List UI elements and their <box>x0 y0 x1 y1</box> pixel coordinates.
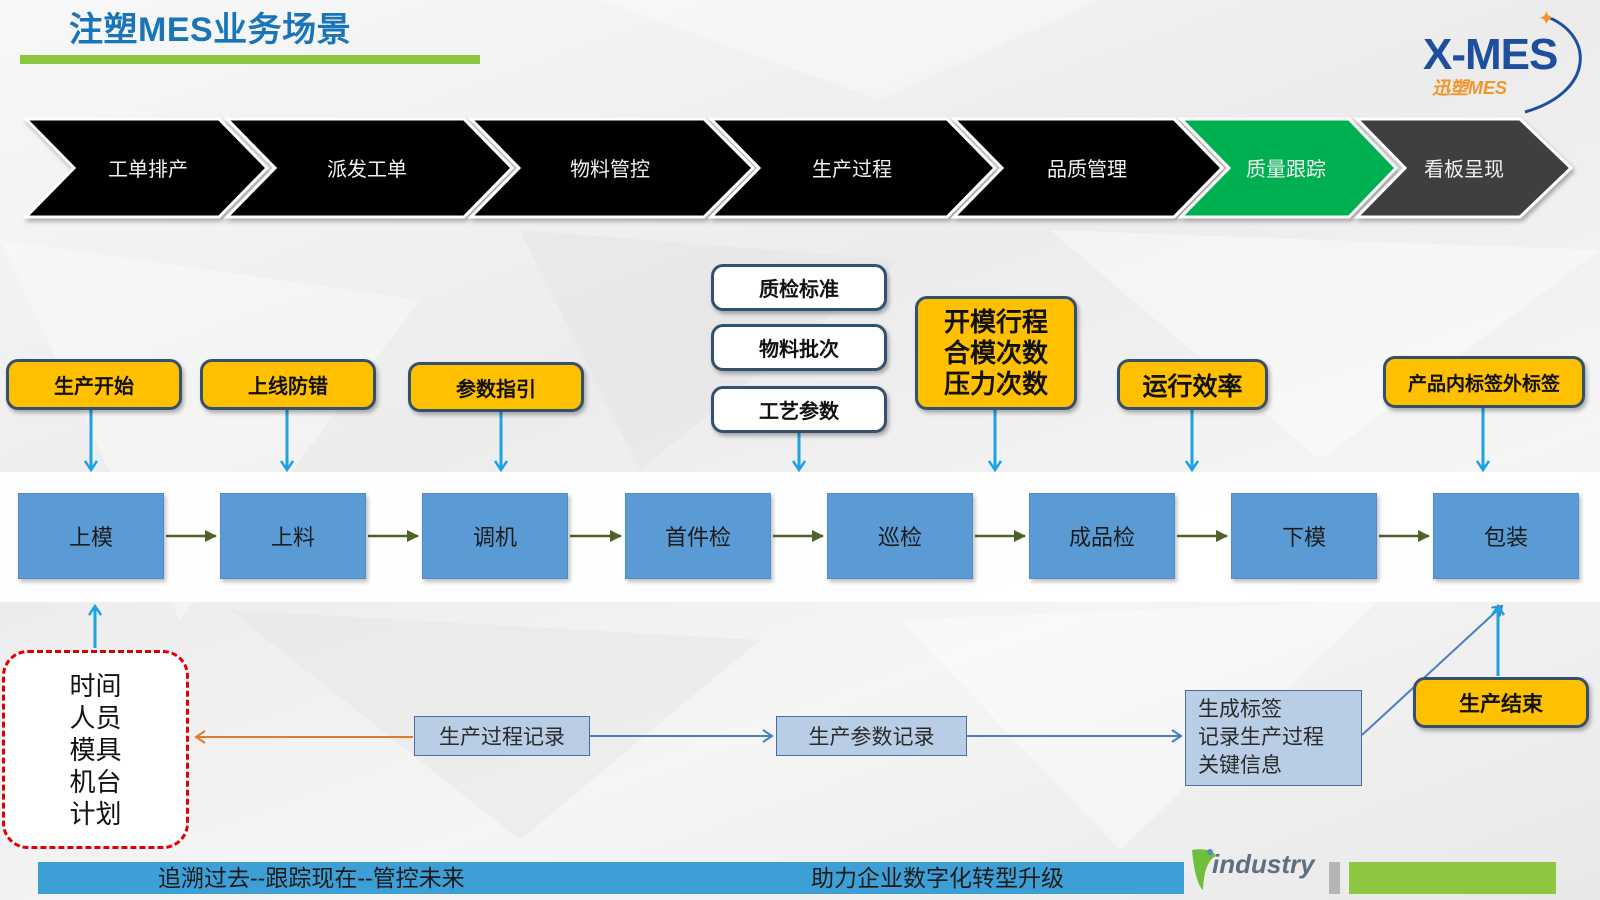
callout-production-start: 生产开始 <box>6 359 182 410</box>
callout-qc-standard: 质检标准 <box>711 264 887 311</box>
record-line: 关键信息 <box>1198 754 1282 777</box>
process-chevron-bar: 工单排产 派发工单 物料管控 生产过程 品质管理 质量跟踪 看板呈现 <box>22 117 1574 219</box>
record-production-parameters: 生产参数记录 <box>776 716 967 756</box>
callout-production-end: 生产结束 <box>1413 677 1589 728</box>
record-line: 生成标签 <box>1198 698 1282 721</box>
station-first-article: 首件检 <box>625 493 771 579</box>
process-step: 看板呈现 <box>1353 117 1574 219</box>
callout-parameter-guide: 参数指引 <box>408 362 584 412</box>
process-step-chevron <box>950 117 1225 219</box>
process-step: 生产过程 <box>707 117 998 219</box>
title-underline <box>20 55 480 64</box>
record-production-process: 生产过程记录 <box>414 716 590 756</box>
record-line: 记录生产过程 <box>1198 726 1324 749</box>
process-step: 质量跟踪 <box>1177 117 1399 219</box>
station-feeding: 上料 <box>220 493 366 579</box>
footer-tagline: 助力企业数字化转型升级 <box>811 865 1064 891</box>
trace-factors-box: 时间 人员 模具 机台 计划 <box>2 650 189 849</box>
process-step: 物料管控 <box>467 117 756 219</box>
logo-subtitle: 迅塑MES <box>1432 78 1508 98</box>
station-mold-load: 上模 <box>18 493 164 579</box>
callout-product-labels: 产品内标签外标签 <box>1383 356 1585 408</box>
process-step-label: 质量跟踪 <box>1246 158 1326 181</box>
process-step-chevron <box>22 117 270 219</box>
station-mold-unload: 下模 <box>1231 493 1377 579</box>
trace-factor: 计划 <box>69 798 122 829</box>
bg-facet <box>600 0 1100 100</box>
process-step-label: 物料管控 <box>570 158 650 181</box>
station-final-inspection: 成品检 <box>1029 493 1175 579</box>
bg-facet <box>900 600 1380 850</box>
process-step-label: 生产过程 <box>812 158 892 181</box>
callout-operating-efficiency: 运行效率 <box>1117 359 1268 410</box>
process-step-chevron <box>707 117 998 219</box>
process-step-chevron <box>1177 117 1399 219</box>
process-step-chevron <box>467 117 756 219</box>
bg-facet <box>0 240 420 620</box>
logo-star-icon: ✦ <box>1538 8 1555 30</box>
footer-bar <box>38 862 1184 894</box>
trace-factor: 模具 <box>69 734 122 765</box>
mold-metric-item: 开模行程 <box>943 306 1048 337</box>
mold-metric-item: 压力次数 <box>943 368 1048 399</box>
footer-green-accent <box>1349 862 1556 894</box>
process-step-chevron <box>1353 117 1574 219</box>
process-step: 派发工单 <box>223 117 515 219</box>
process-step-label: 看板呈现 <box>1424 158 1504 181</box>
process-step-label: 派发工单 <box>327 158 407 181</box>
page-title: 注塑MES业务场景 <box>69 11 352 49</box>
industry-logo-mark-icon <box>1192 849 1216 890</box>
footer-slogan: 追溯过去--跟踪现在--管控未来 <box>158 865 465 891</box>
station-patrol-inspection: 巡检 <box>827 493 973 579</box>
trace-factor: 人员 <box>69 702 122 733</box>
process-step-label: 品质管理 <box>1047 158 1127 181</box>
station-packing: 包装 <box>1433 493 1579 579</box>
trace-factor: 机台 <box>69 766 122 797</box>
record-label-generation: 生成标签 记录生产过程 关键信息 <box>1185 690 1362 786</box>
footer-gray-accent <box>1329 862 1340 894</box>
logo-wordmark: X-MES <box>1423 30 1558 79</box>
trace-factor: 时间 <box>69 670 122 701</box>
process-step: 品质管理 <box>950 117 1225 219</box>
process-step-chevron <box>223 117 515 219</box>
callout-mold-metrics: 开模行程 合模次数 压力次数 <box>915 296 1077 410</box>
mold-metric-item: 合模次数 <box>943 337 1048 368</box>
callout-material-batch: 物料批次 <box>711 324 887 371</box>
bg-facet <box>1050 230 1600 460</box>
process-step-label: 工单排产 <box>108 158 188 181</box>
station-tuning: 调机 <box>422 493 568 579</box>
callout-process-parameters: 工艺参数 <box>711 386 887 433</box>
arrow-label-record-to-packing <box>1361 604 1504 736</box>
logo-arc-icon <box>1524 14 1582 114</box>
process-step: 工单排产 <box>22 117 270 219</box>
callout-error-proofing: 上线防错 <box>200 359 376 410</box>
industry-logo-wordmark: industry <box>1212 849 1315 879</box>
